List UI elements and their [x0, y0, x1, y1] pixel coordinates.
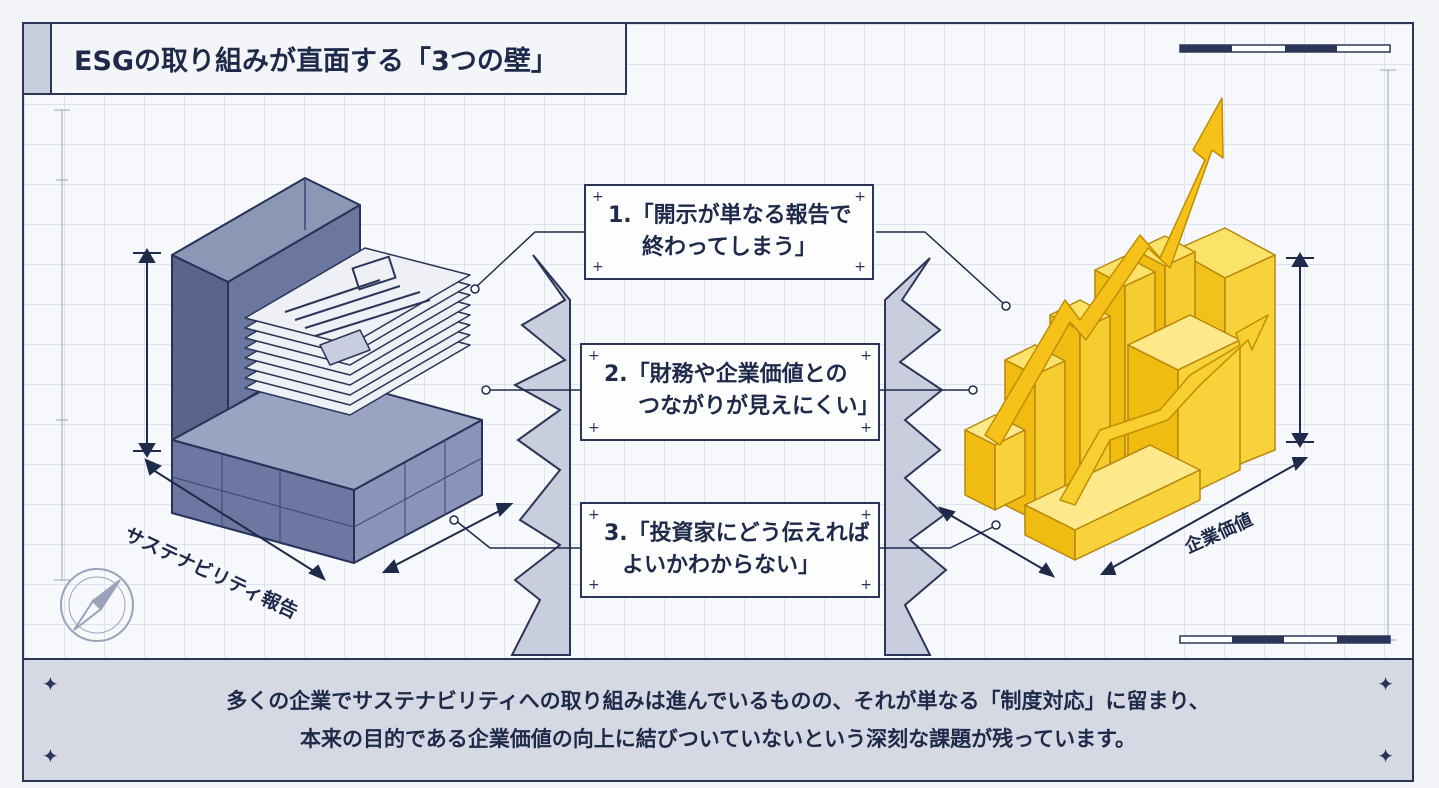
compass-icon: [60, 568, 134, 642]
left-ruler: [54, 109, 70, 581]
sparkle-icon: ✦: [1377, 672, 1394, 696]
summary-line2: 本来の目的である企業価値の向上に結びついていないという深刻な課題が残っています。: [299, 727, 1136, 751]
sparkle-icon: ✦: [42, 744, 59, 768]
callout-3-line1: 3.「投資家にどう伝えれば: [604, 521, 870, 546]
callout-1: ++ ++ 1.「開示が単なる報告で 終わってしまう」: [584, 184, 874, 280]
callout-1-line1: 1.「開示が単なる報告で: [608, 203, 852, 228]
callout-1-line2: 終わってしまう」: [642, 235, 817, 260]
torn-wall-right: [884, 257, 948, 656]
left-dimension-arrows: [133, 248, 514, 581]
right-dimension-arrows: [937, 252, 1314, 578]
callout-3: ++ ++ 3.「投資家にどう伝えれば よいかわからない」: [580, 502, 880, 598]
callout-2-line1: 2.「財務や企業価値との: [604, 362, 848, 387]
summary-panel: ✦ ✦ ✦ ✦ 多くの企業でサステナビリティへの取り組みは進んでいるものの、それ…: [24, 658, 1412, 780]
callout-2: ++ ++ 2.「財務や企業価値との つながりが見えにくい」: [580, 343, 880, 441]
torn-wall-left: [510, 254, 571, 656]
sparkle-icon: ✦: [42, 672, 59, 696]
corporate-value-illustration: [964, 97, 1276, 561]
sparkle-icon: ✦: [1377, 744, 1394, 768]
right-ruler: [1380, 69, 1396, 641]
title-banner: ESGの取り組みが直面する「3つの壁」: [22, 22, 627, 95]
scale-bar-bottom: [1179, 635, 1391, 644]
scale-bar-top: [1179, 44, 1391, 53]
title-stripe: [24, 24, 52, 93]
report-stack-illustration: [171, 177, 483, 564]
summary-line1: 多くの企業でサステナビリティへの取り組みは進んでいるものの、それが単なる「制度対…: [226, 689, 1210, 713]
page-title: ESGの取り組みが直面する「3つの壁」: [74, 46, 558, 77]
callout-2-line2: つながりが見えにくい」: [638, 394, 880, 419]
callout-3-line2: よいかわからない」: [622, 553, 821, 578]
